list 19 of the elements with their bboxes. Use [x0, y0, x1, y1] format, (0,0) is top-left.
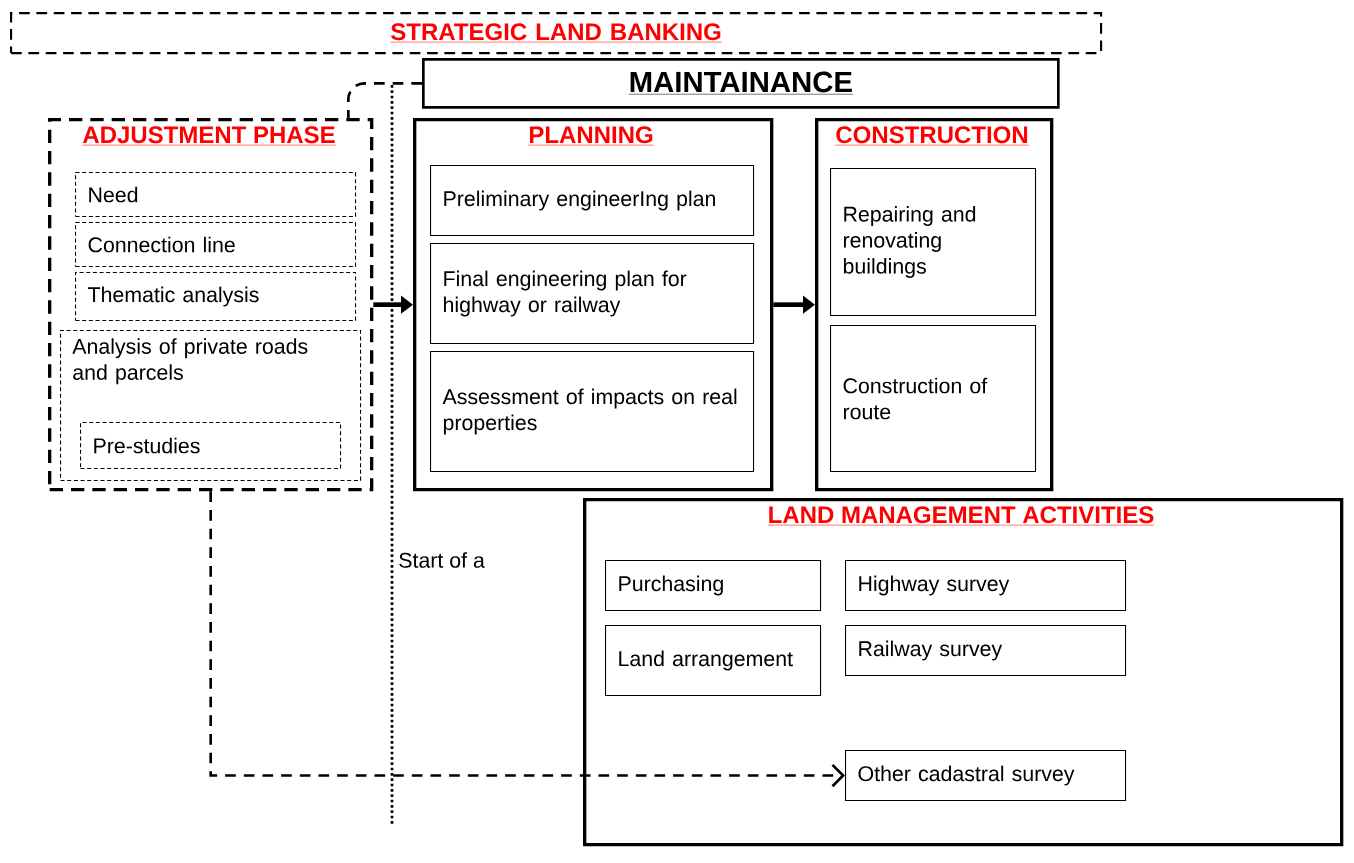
task-box: Need	[75, 172, 357, 218]
task-box: Preliminary engineerIng plan	[430, 165, 755, 237]
task-box: Purchasing	[605, 560, 822, 612]
arrow	[209, 491, 845, 788]
task-box: Thematic analysis	[75, 272, 357, 322]
task-box: Repairing and renovating buildings	[830, 168, 1037, 317]
task-box: Land arrangement	[605, 625, 822, 697]
task-box: Final engineering plan for highway or railway	[430, 243, 755, 345]
task-box: Construction of route	[830, 325, 1037, 473]
task-box: Highway survey	[845, 560, 1127, 612]
task-box: Assessment of impacts on real properties	[430, 351, 755, 473]
task-box: Other cadastral survey	[845, 750, 1127, 802]
banner-box: STRATEGIC LAND BANKING	[10, 12, 1103, 55]
phase-box: MAINTAINANCE	[422, 58, 1060, 109]
task-box: Connection line	[75, 222, 357, 268]
note-text: Start of a	[399, 552, 485, 568]
task-box: Railway survey	[845, 625, 1127, 677]
task-box: Pre-studies	[80, 422, 342, 470]
connector	[347, 82, 422, 118]
